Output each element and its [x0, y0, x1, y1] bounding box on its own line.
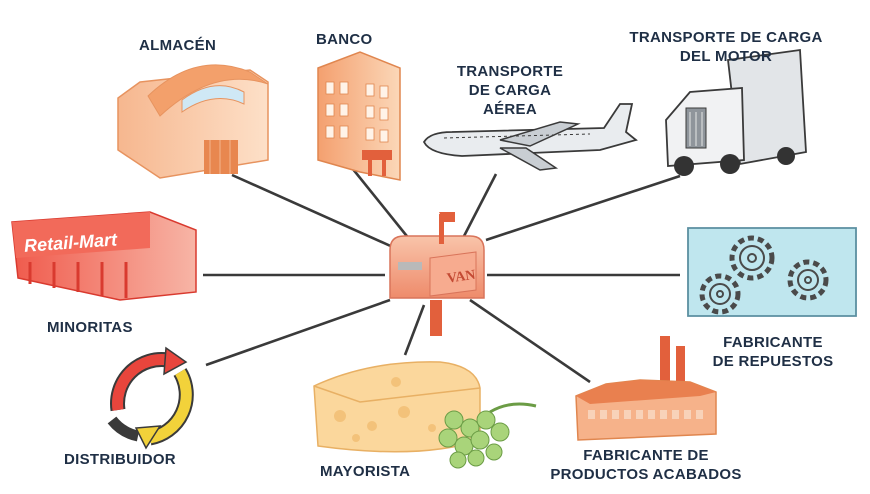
label-repuestos-line2: DE REPUESTOS: [712, 353, 834, 370]
label-fabricante-productos-acabados: FABRICANTE DE PRODUCTOS ACABADOS: [528, 446, 764, 484]
connector-distribuidor: [205, 298, 391, 367]
label-banco: BANCO: [316, 31, 373, 48]
label-minoritas: MINORITAS: [47, 319, 133, 336]
cheese-grapes-icon: [313, 361, 537, 469]
connector-mayorista: [403, 304, 426, 356]
label-carga-aerea-line1: TRANSPORTE: [456, 63, 564, 80]
airplane-icon: [422, 103, 638, 171]
label-acabados-line1: FABRICANTE DE: [583, 447, 709, 464]
retail-store-icon: Retail-Mart: [11, 211, 197, 301]
gears-icon: [687, 227, 857, 317]
truck-icon: [665, 48, 807, 176]
mailbox-label: VAN: [446, 268, 476, 287]
connector-lines: [203, 157, 681, 384]
label-acabados-line2: PRODUCTOS ACABADOS: [550, 466, 742, 483]
label-mayorista: MAYORISTA: [320, 463, 411, 480]
label-fabricante-repuestos: FABRICANTE DE REPUESTOS: [693, 333, 853, 371]
connector-banco: [342, 157, 412, 241]
label-transporte-carga-motor: TRANSPORTE DE CARGA DEL MOTOR: [611, 28, 841, 66]
cycle-arrows-icon: [107, 346, 194, 450]
label-carga-motor-line2: DEL MOTOR: [679, 48, 773, 65]
connector-carga-aerea: [460, 173, 498, 241]
mailbox-icon: VAN: [389, 212, 485, 336]
label-almacen: ALMACÉN: [139, 37, 217, 54]
connector-almacen: [231, 173, 396, 250]
label-distribuidor: DISTRIBUIDOR: [64, 451, 176, 468]
label-carga-motor-line1: TRANSPORTE DE CARGA: [629, 29, 823, 46]
label-transporte-carga-aerea: TRANSPORTE DE CARGA AÉREA: [445, 62, 575, 119]
connector-acabados: [469, 298, 591, 384]
label-carga-aerea-line3: AÉREA: [482, 101, 537, 118]
connector-carga-motor: [485, 174, 681, 242]
label-repuestos-line1: FABRICANTE: [723, 334, 823, 351]
warehouse-icon: [117, 64, 269, 179]
label-carga-aerea-line2: DE CARGA: [468, 82, 552, 99]
bank-building-icon: [317, 51, 401, 181]
factory-icon: [575, 336, 717, 441]
